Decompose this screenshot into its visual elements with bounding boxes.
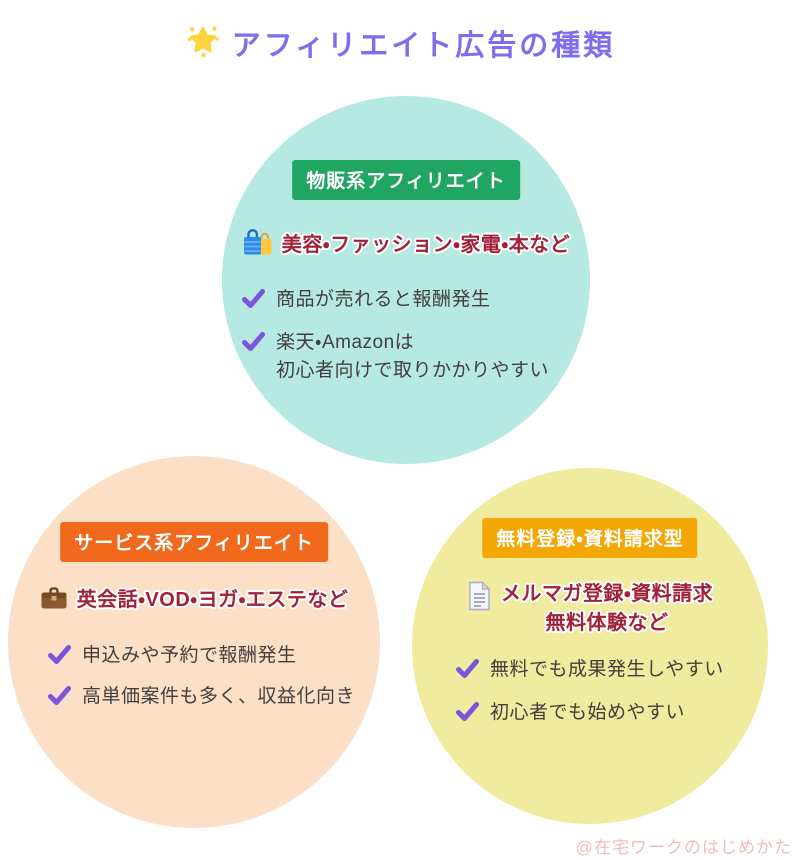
product-points: 商品が売れると報酬発生 楽天・Amazonは初心者向けで取りかかりやすい [242,286,549,385]
check-item: 高単価案件も多く、収益化向き [48,683,355,711]
free-points: 無料でも成果発生しやすい 初心者でも始めやすい [456,656,724,727]
service-subtitle: 英会話・VOD・ヨガ・エステなど [8,583,380,612]
check-icon [242,332,265,356]
check-line: 初心者向けで取りかかりやすい [276,360,550,381]
check-icon [48,686,71,710]
page-icon [467,581,492,611]
subtitle-text: メルマガ登録・資料請求無料体験など [501,580,713,638]
check-item: 楽天・Amazonは初心者向けで取りかかりやすい [242,329,549,385]
check-text: 高単価案件も多く、収益化向き [82,686,356,707]
check-line: 楽天・Amazonは [276,332,415,353]
check-text: 申込みや予約で報酬発生 [82,645,297,666]
briefcase-icon [40,585,68,611]
check-item: 無料でも成果発生しやすい [456,656,724,684]
circle-product-affiliate: 物販系アフィリエイト 美容・ファッション・家電・本など [222,96,590,464]
check-icon [48,645,71,669]
category-label-free: 無料登録・資料請求型 [482,518,698,558]
category-label-product: 物販系アフィリエイト [292,160,520,200]
title-text: アフィリエイト広告の種類 [231,30,616,62]
shopping-bags-icon [242,227,273,257]
free-subtitle: メルマガ登録・資料請求無料体験など [412,580,768,638]
check-text: 商品が売れると報酬発生 [276,289,491,310]
subtitle-line: 無料体験など [545,612,669,634]
glowing-star-icon [185,23,221,64]
subtitle-line: メルマガ登録・資料請求 [500,583,714,605]
subtitle-text: 英会話・VOD・ヨガ・エステなど [76,589,349,611]
circle-free-registration: 無料登録・資料請求型 メルマガ登録・資料請求無料体験など [412,468,768,824]
product-subtitle: 美容・ファッション・家電・本など [222,227,590,257]
check-item: 商品が売れると報酬発生 [242,286,549,314]
check-icon [456,702,479,726]
check-text: 初心者でも始めやすい [490,702,686,723]
check-text: 無料でも成果発生しやすい [490,659,724,680]
check-text: 楽天・Amazonは初心者向けで取りかかりやすい [276,329,549,385]
check-icon [456,659,479,683]
check-icon [242,289,265,313]
check-item: 初心者でも始めやすい [456,699,724,727]
category-label-service: サービス系アフィリエイト [60,522,328,562]
check-item: 申込みや予約で報酬発生 [48,642,355,670]
service-points: 申込みや予約で報酬発生 高単価案件も多く、収益化向き [48,642,355,711]
circle-service-affiliate: サービス系アフィリエイト 英会話・VOD・ヨガ・エステなど 申込み [8,456,380,828]
watermark: @在宅ワークのはじめかた [575,838,792,857]
subtitle-text: 美容・ファッション・家電・本など [281,233,571,256]
page-title: アフィリエイト広告の種類 [0,22,800,64]
